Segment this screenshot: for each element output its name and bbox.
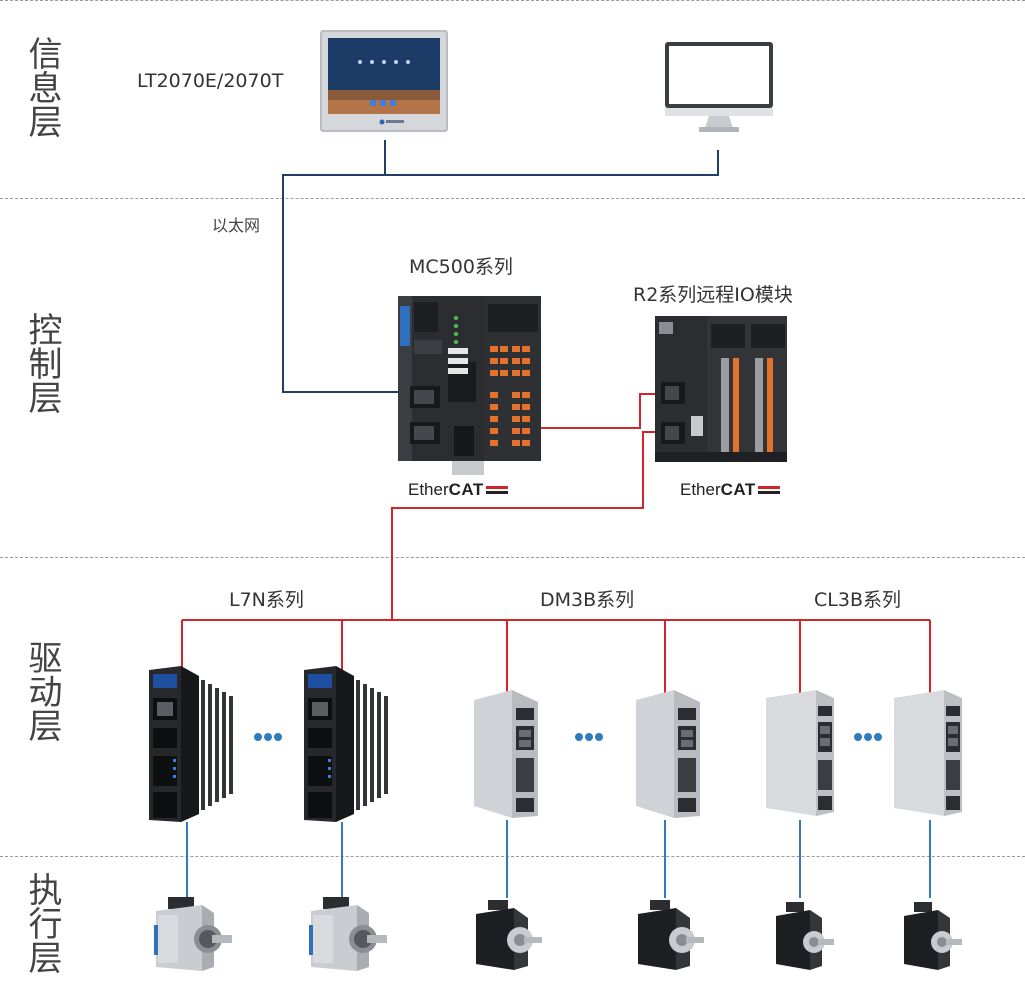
ethercat-logo-text: Ether [408,480,449,499]
divider-top [0,0,1025,1]
controller-label: MC500系列 [409,256,513,278]
hmi-label: LT2070E/2070T [137,70,284,92]
ethercat-arrows-icon [485,485,508,495]
divider-drive-execution [0,856,1025,857]
layer-label-text: 信息层 [22,36,62,138]
series-label-dm3b: DM3B系列 [540,589,635,611]
layer-label-text: 驱动层 [22,640,62,742]
l7n-drive-icon [149,666,233,822]
hmi-panel-icon [320,30,448,132]
ethercat-arrows-icon [757,485,780,495]
ethernet-wires [282,140,719,393]
layer-label-execution: 执行层 [22,872,62,974]
r2-remote-io-icon [655,316,787,462]
closed-loop-stepper-icon [904,902,962,970]
l7n-drive-icon [304,666,388,822]
ethercat-logo-remote-io: EtherCAT [680,480,780,500]
motor-wires [186,820,931,898]
ethercat-wires [181,393,931,693]
ethernet-label: 以太网 [212,216,261,235]
ethercat-logo-bold: CAT [448,480,484,499]
layer-label-drive: 驱动层 [22,640,62,742]
stepper-motor-icon [638,900,704,970]
remote-io-label: R2系列远程IO模块 [633,284,793,306]
layer-label-text: 控制层 [22,312,62,414]
dm3b-drive-icon [636,690,700,818]
ellipsis-dots [254,733,882,741]
layer-label-control: 控制层 [22,312,62,414]
servo-motor-icon [154,897,232,971]
divider-info-control [0,198,1025,199]
ethercat-logo-controller: EtherCAT [408,480,508,500]
layer-label-text: 执行层 [22,872,62,974]
ethercat-logo-text: Ether [680,480,721,499]
closed-loop-stepper-icon [776,902,834,970]
divider-control-drive [0,557,1025,558]
ethercat-logo-bold: CAT [720,480,756,499]
layer-label-info: 信息层 [22,36,62,138]
mc500-controller-icon [398,296,541,475]
cl3b-drive-icon [766,690,834,816]
cl3b-drive-icon [894,690,962,816]
servo-motor-icon [309,897,387,971]
series-label-cl3b: CL3B系列 [814,589,901,611]
dm3b-drive-icon [474,690,538,818]
stepper-motor-icon [476,900,542,970]
series-label-l7n: L7N系列 [229,589,304,611]
monitor-icon [665,42,773,132]
